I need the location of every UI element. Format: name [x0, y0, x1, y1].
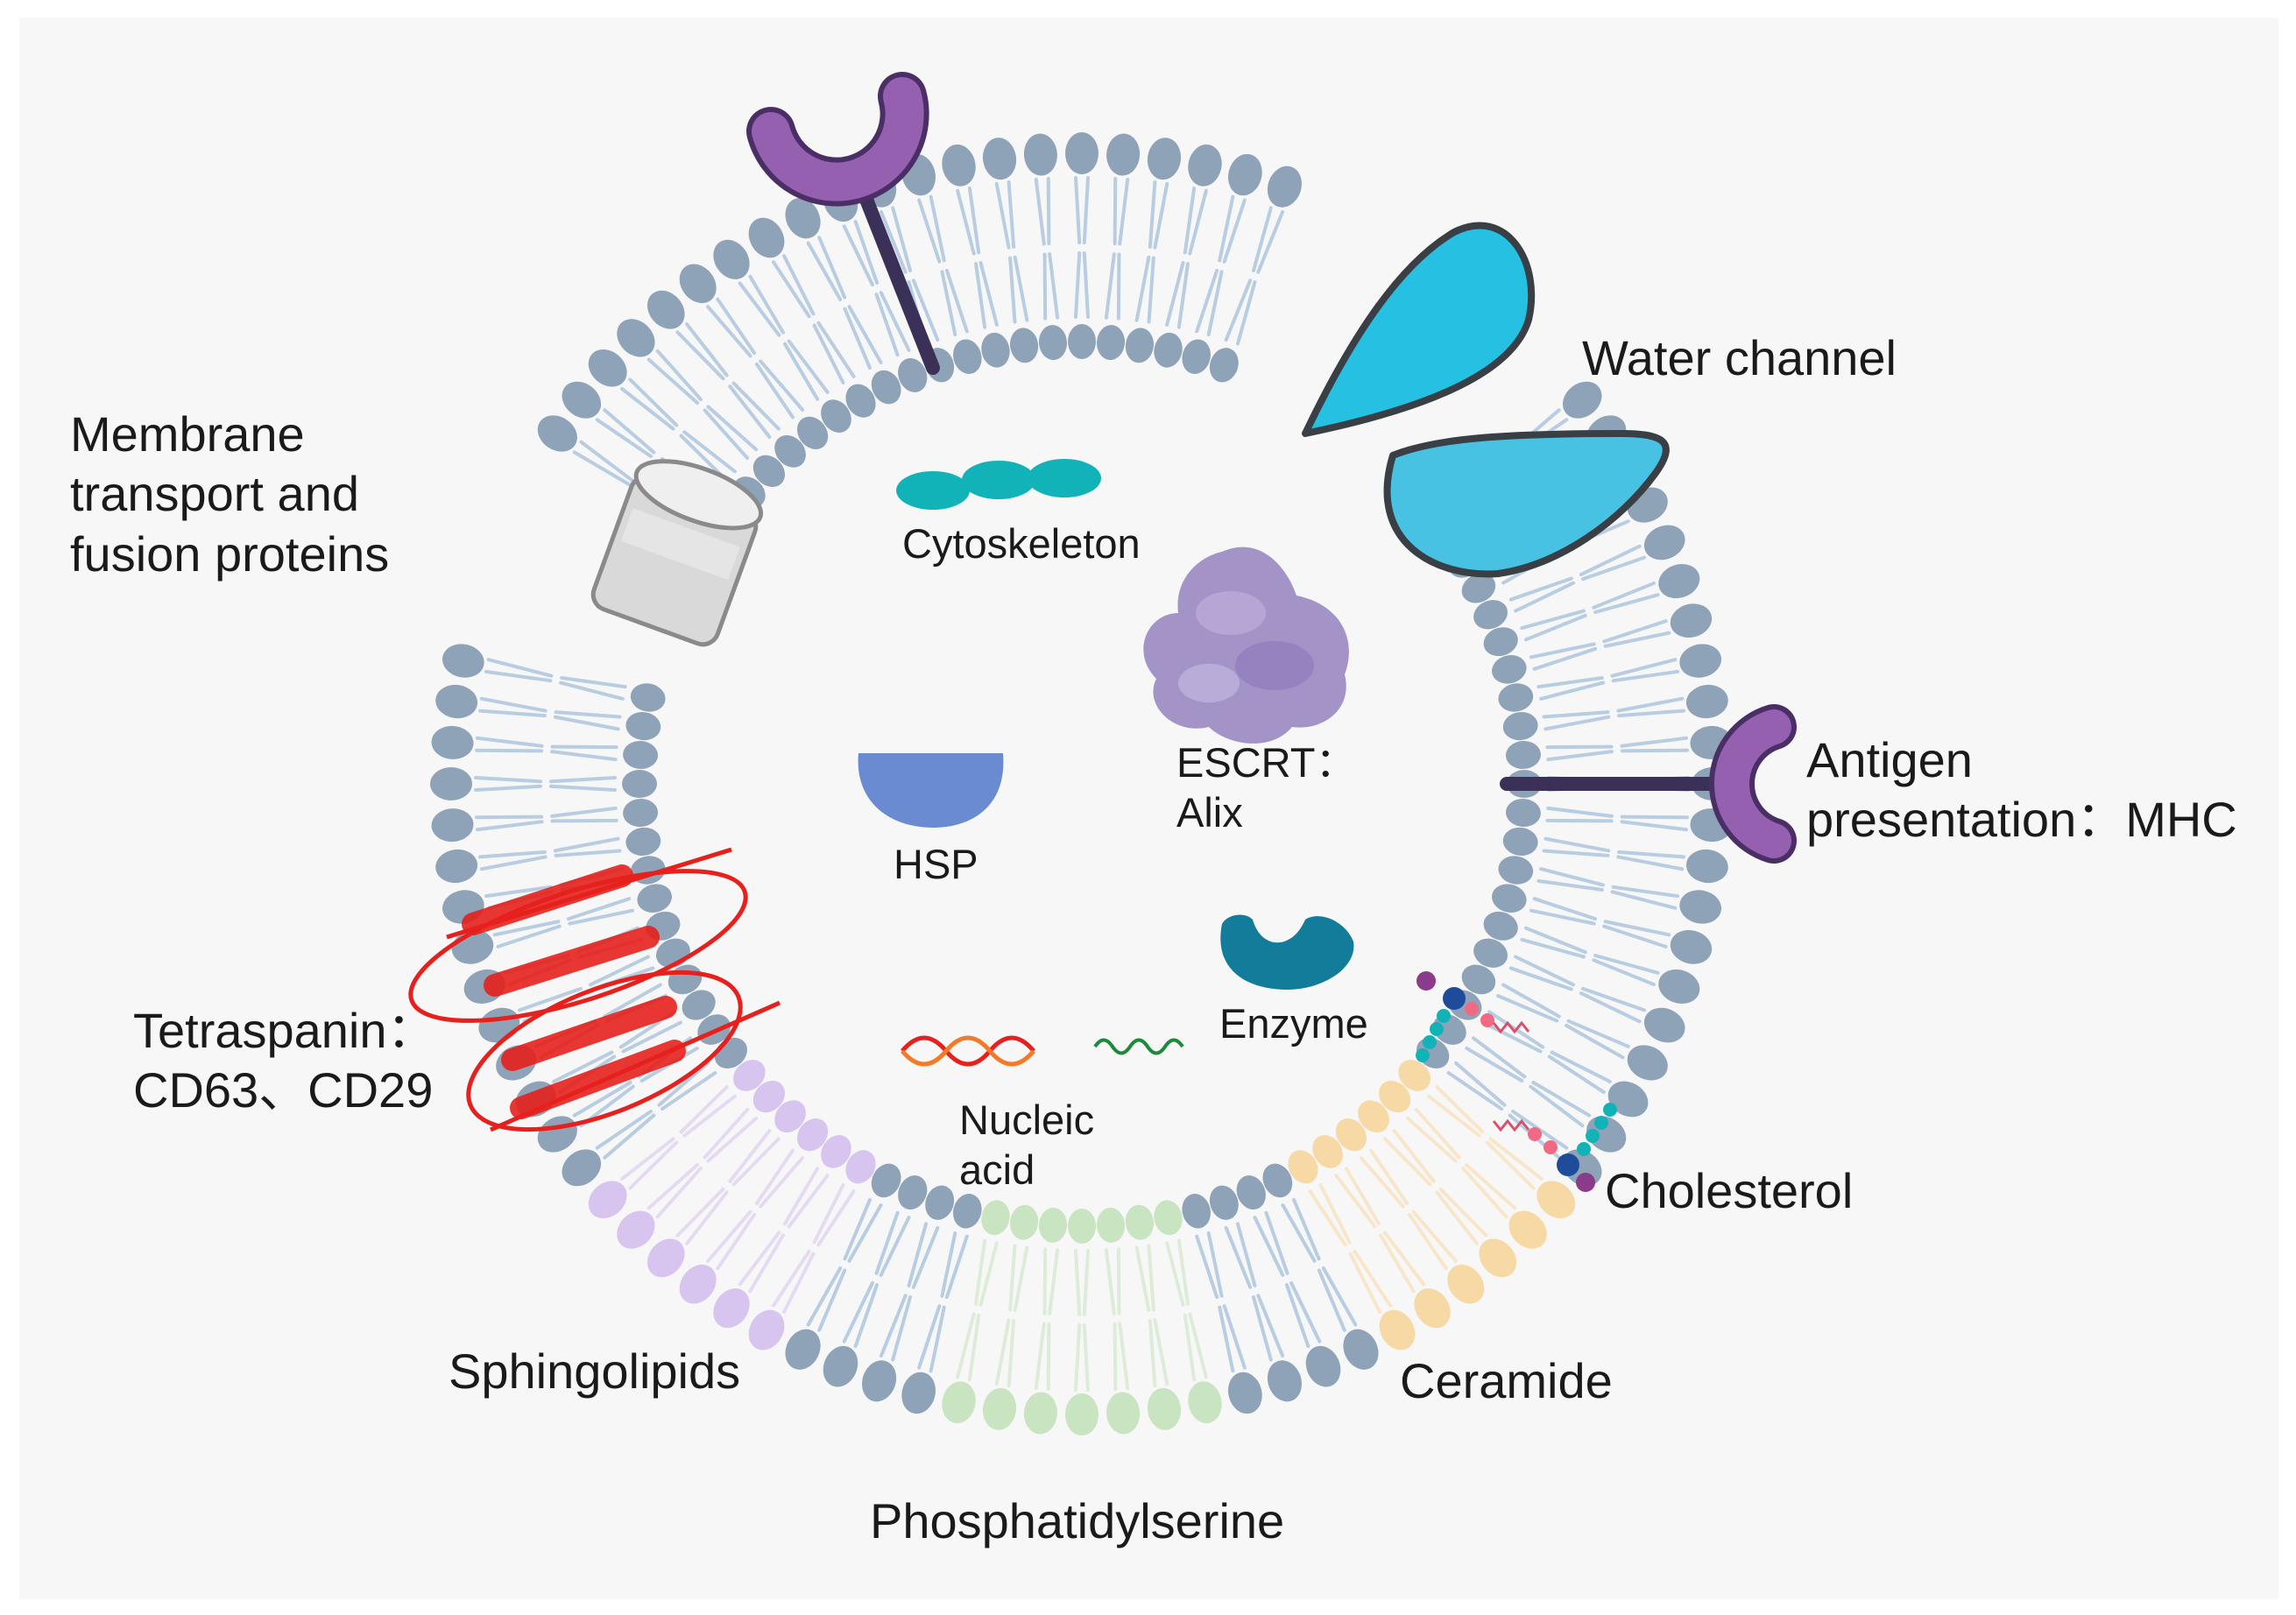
tetraspanin-helices — [408, 847, 781, 1132]
ceramide-label: Ceramide — [1400, 1353, 1613, 1408]
y-shaped-receptor-icon — [746, 72, 940, 375]
rna-strand-icon — [1093, 1038, 1184, 1055]
membrane-transport-line-2: transport and — [70, 466, 359, 522]
nucleic-line-1: Nucleic — [959, 1097, 1095, 1143]
dna-helix-icon — [901, 1035, 1035, 1067]
membrane-transport-label: Membrane transport and fusion proteins — [70, 405, 389, 584]
tetraspanin-line-1: Tetraspanin： — [133, 1003, 436, 1058]
mhc-receptor-icon — [1500, 704, 1797, 864]
membrane-transport-line-3: fusion proteins — [70, 525, 390, 582]
cytoskeleton-label: Cytoskeleton — [902, 520, 1141, 567]
hsp-label: HSP — [894, 841, 978, 887]
transport-protein-cylinder-icon — [590, 459, 764, 647]
antigen-line-1: Antigen — [1806, 732, 1973, 787]
phosphatidylserine-label: Phosphatidylserine — [870, 1493, 1285, 1548]
nucleic-line-2: acid — [959, 1146, 1035, 1194]
escrt-line-2: Alix — [1176, 789, 1243, 836]
enzyme-label: Enzyme — [1219, 1000, 1368, 1047]
tetraspanin-line-2: CD63、CD29 — [133, 1062, 434, 1118]
hsp-protein-icon — [858, 753, 1004, 828]
enzyme-icon — [1220, 914, 1354, 990]
cholesterol-molecule-icon — [1416, 971, 1617, 1192]
escrt-alix-protein-icon — [1143, 547, 1349, 744]
membrane-transport-line-1: Membrane — [70, 406, 305, 462]
figure-background — [19, 18, 2278, 1599]
nucleic-acid-label: Nucleic acid — [959, 1095, 1094, 1195]
sphingolipids-label: Sphingolipids — [449, 1343, 741, 1399]
tetraspanin-label: Tetraspanin： CD63、CD29 — [133, 1001, 436, 1121]
escrt-line-1: ESCRT： — [1176, 739, 1357, 786]
antigen-line-2: presentation：MHC — [1806, 792, 2237, 848]
water-channel-label: Water channel — [1582, 330, 1897, 385]
escrt-label: ESCRT： Alix — [1176, 737, 1356, 838]
water-channel-icon — [1302, 222, 1670, 578]
antigen-presentation-label: Antigen presentation：MHC — [1806, 730, 2237, 850]
cytoskeleton-filament-icon — [896, 459, 1101, 510]
cholesterol-label: Cholesterol — [1605, 1163, 1854, 1218]
